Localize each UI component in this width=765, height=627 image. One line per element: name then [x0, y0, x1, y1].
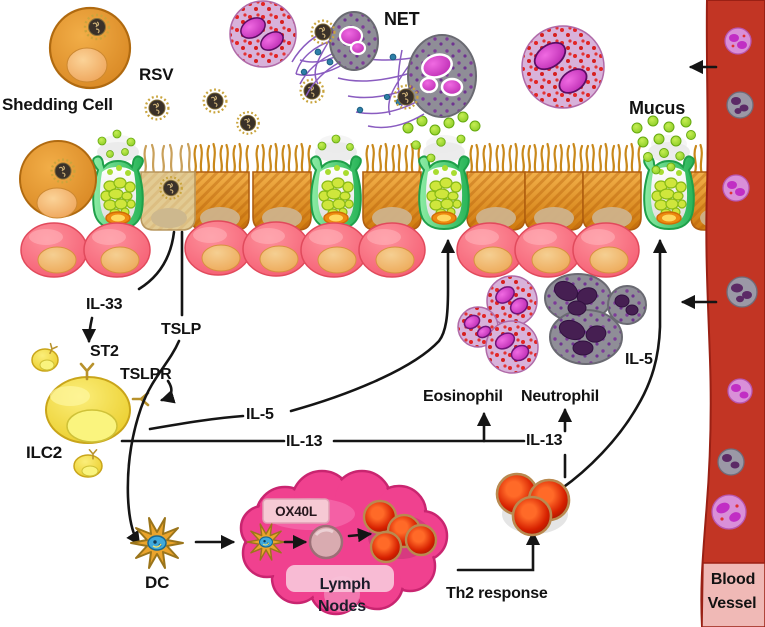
tslp-label: TSLP — [161, 321, 202, 338]
vessel-eosinophil — [722, 174, 750, 202]
vessel-neutrophil — [726, 276, 758, 308]
lymph-node — [239, 469, 449, 616]
epithelium-layer — [19, 134, 751, 278]
neutrophil-cluster — [544, 273, 647, 365]
lymph-nodes-label-line2: Nodes — [318, 598, 366, 615]
eosinophil-top-left — [229, 0, 297, 68]
basal-cell — [20, 220, 640, 278]
blood-vessel — [700, 0, 765, 627]
vessel-eosinophil — [711, 494, 747, 530]
blood-vessel-label-line2: Vessel — [707, 595, 757, 612]
il5-right-to-epithelium-arrow — [559, 238, 668, 491]
il5-left-label: IL-5 — [246, 406, 274, 423]
vessel-eosinophil — [724, 27, 752, 55]
vessel-neutrophil — [726, 91, 754, 119]
infected-round-cell — [19, 140, 97, 219]
net-label: NET — [384, 9, 420, 29]
th2-response-label: Th2 response — [446, 585, 548, 602]
il5-left-line — [148, 414, 245, 431]
neutrophil-label: Neutrophil — [521, 388, 599, 405]
dendritic-cell — [130, 517, 184, 569]
il33-release-line — [137, 230, 176, 291]
ilc2-cell — [45, 362, 150, 444]
net-neutrophil — [407, 34, 477, 118]
vessel-neutrophil — [717, 448, 745, 476]
eosinophil-label: Eosinophil — [423, 388, 503, 405]
dc-label: DC — [145, 573, 170, 592]
il5-left-to-epithelium-arrow — [289, 238, 456, 413]
il13-right-label: IL-13 — [526, 432, 563, 449]
lymph-node-label-band — [286, 565, 394, 592]
infected-ciliated-cell — [140, 142, 196, 231]
rsv-label: RSV — [139, 65, 174, 84]
ox40l-box — [262, 498, 330, 524]
mucus-label: Mucus — [629, 98, 686, 118]
vessel-eosinophil — [727, 378, 753, 404]
blood-vessel-label-line1: Blood — [710, 571, 756, 588]
eosinophil-top-right — [521, 25, 605, 109]
ilc2-group — [31, 342, 150, 478]
tslpr-label: TSLPR — [120, 366, 172, 383]
th2-response-arrow — [456, 530, 541, 572]
lymph-nodes-label-line1: Lymph — [319, 576, 371, 593]
ilc2-small-cell — [31, 342, 59, 372]
shedding-cell — [48, 6, 132, 90]
ilc2-small-cell — [73, 449, 103, 478]
vessel-label-band — [701, 562, 765, 627]
il5-right-label: IL-5 — [625, 351, 653, 368]
il33-label: IL-33 — [86, 296, 123, 313]
vessel-exit-arrows — [680, 59, 718, 310]
tslp-to-dc-line — [126, 339, 181, 546]
tcell-to-th2-arrow — [347, 528, 373, 543]
th2-cells-in-node — [362, 499, 438, 564]
il13-left-label: IL-13 — [286, 433, 323, 450]
st2-label: ST2 — [90, 343, 119, 360]
signal-lines — [81, 230, 668, 572]
net-complex — [291, 11, 477, 129]
th2-cells — [495, 472, 571, 537]
eosinophil-cluster — [457, 275, 539, 374]
shedding-cell-label: Shedding Cell — [2, 95, 113, 114]
il33-to-st2-arrow — [81, 316, 97, 344]
ox40l-label: OX40L — [275, 504, 317, 519]
trapped-virion — [393, 84, 419, 110]
ilc2-label: ILC2 — [26, 443, 63, 462]
tslp-to-tslpr-arrow — [159, 379, 176, 404]
trapped-virion — [310, 19, 336, 45]
rsv-virions — [144, 78, 325, 135]
net-neutrophil — [329, 11, 379, 71]
